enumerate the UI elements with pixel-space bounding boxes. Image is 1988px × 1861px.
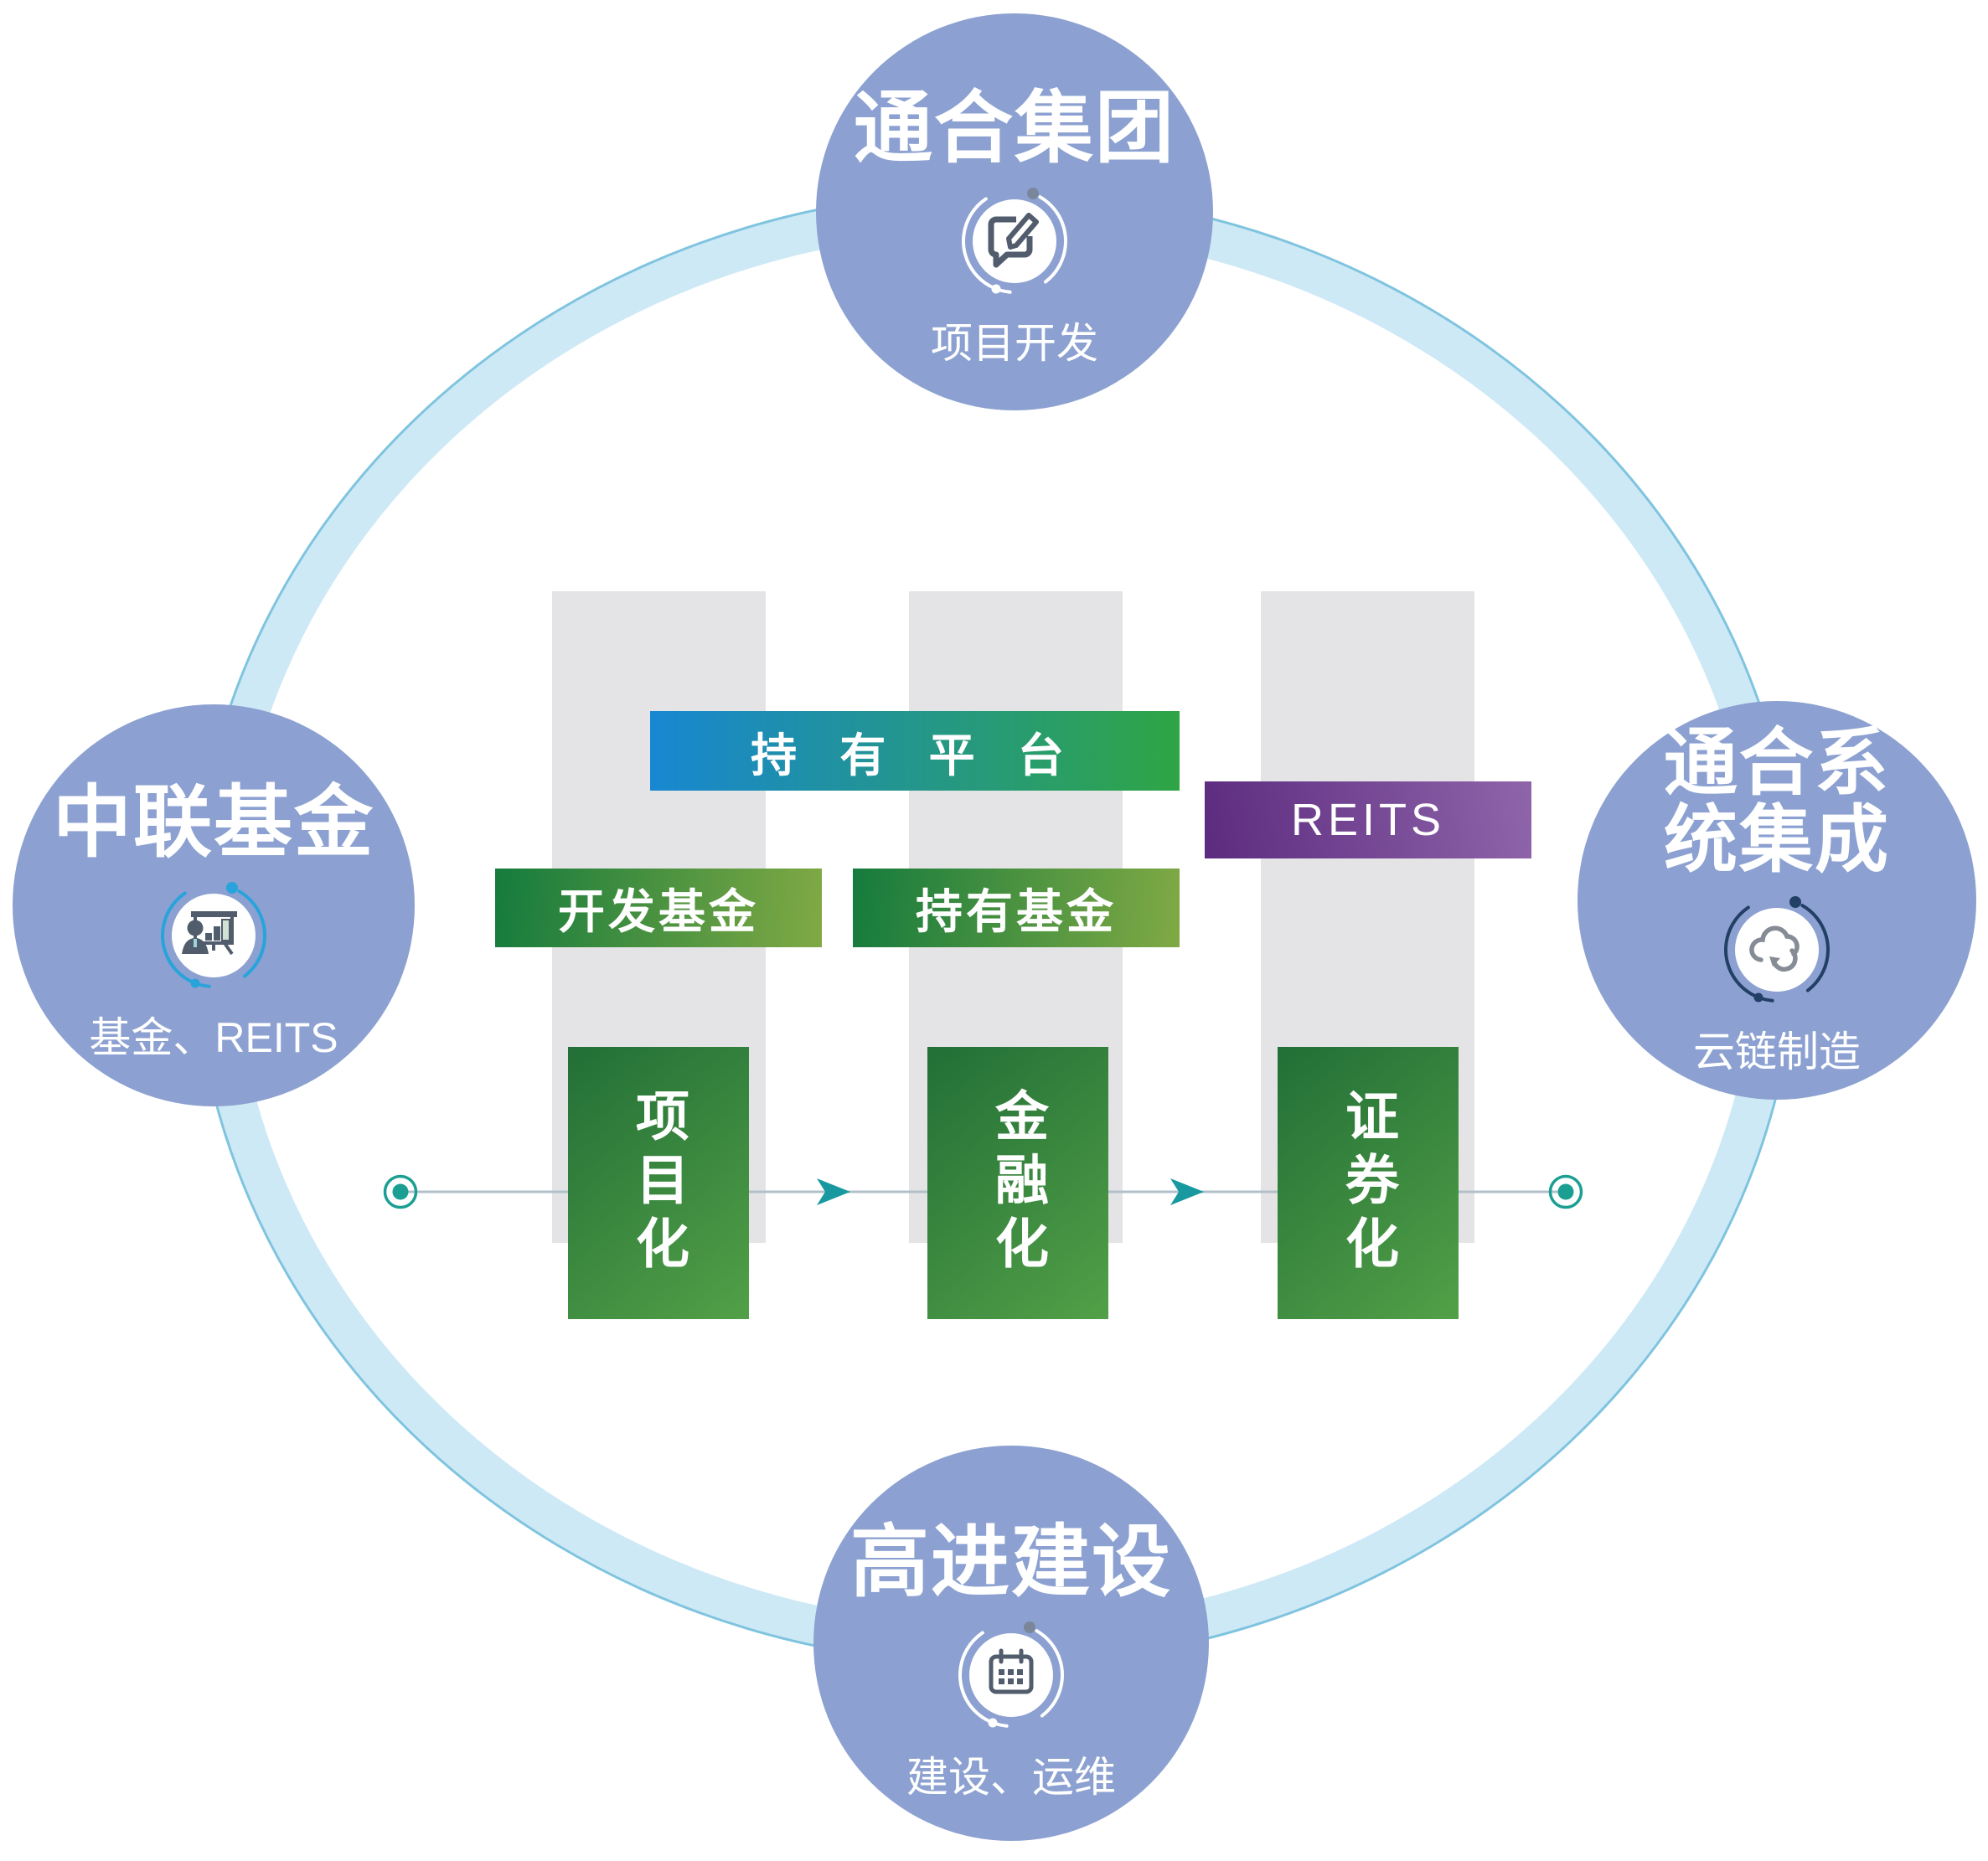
start-dot-ring xyxy=(383,1174,418,1209)
node-title: 通合集团 xyxy=(853,84,1175,172)
node-zhonglian-fund: 中联基金 基金、REITS xyxy=(13,704,415,1106)
holding-platform-bar: 持 有 平 台 xyxy=(650,711,1180,791)
stage-label: 金融化 xyxy=(988,1087,1048,1279)
stage-label: 证券化 xyxy=(1338,1087,1398,1279)
edit-icon xyxy=(959,186,1070,296)
development-fund-bar: 开发基金 xyxy=(495,869,822,947)
node-title: 高进建设 xyxy=(849,1518,1172,1606)
start-dot xyxy=(392,1183,409,1200)
development-fund-label: 开发基金 xyxy=(558,884,759,938)
end-dot xyxy=(1557,1183,1574,1200)
reits-bar: REITS xyxy=(1205,781,1531,858)
node-caption: 云链制造 xyxy=(1693,1028,1861,1076)
arrow-icon-1 xyxy=(817,1178,850,1205)
reits-label: REITS xyxy=(1290,795,1446,845)
end-dot-ring xyxy=(1548,1174,1583,1209)
stage-label: 项目化 xyxy=(628,1087,689,1279)
node-gaojin-construction: 高进建设 建设、运维 xyxy=(813,1446,1209,1841)
presentation-chart-icon xyxy=(158,880,269,991)
holding-fund-label: 持有基金 xyxy=(916,884,1117,938)
holding-platform-label: 持 有 平 台 xyxy=(751,729,1079,781)
arrow-icon-2 xyxy=(1170,1178,1204,1205)
node-caption: 基金、REITS xyxy=(89,1013,338,1061)
node-title-line1: 通合系 xyxy=(1663,721,1890,804)
stage-financialization: 金融化 xyxy=(927,1047,1108,1319)
node-title: 中联基金 xyxy=(52,778,374,866)
node-tonghe-system-integration: 通合系 统集成 云链制造 xyxy=(1577,701,1976,1100)
calendar-icon xyxy=(956,1620,1066,1730)
stage-projectization: 项目化 xyxy=(568,1047,749,1319)
node-title-line2: 统集成 xyxy=(1663,797,1890,881)
node-caption: 建设、运维 xyxy=(906,1753,1116,1801)
node-caption: 项目开发 xyxy=(931,319,1098,367)
cloud-sync-icon xyxy=(1722,894,1832,1005)
stage-securitization: 证券化 xyxy=(1278,1047,1459,1319)
holding-fund-bar: 持有基金 xyxy=(853,869,1180,947)
node-tonghe-group: 通合集团 项目开发 xyxy=(816,13,1213,410)
